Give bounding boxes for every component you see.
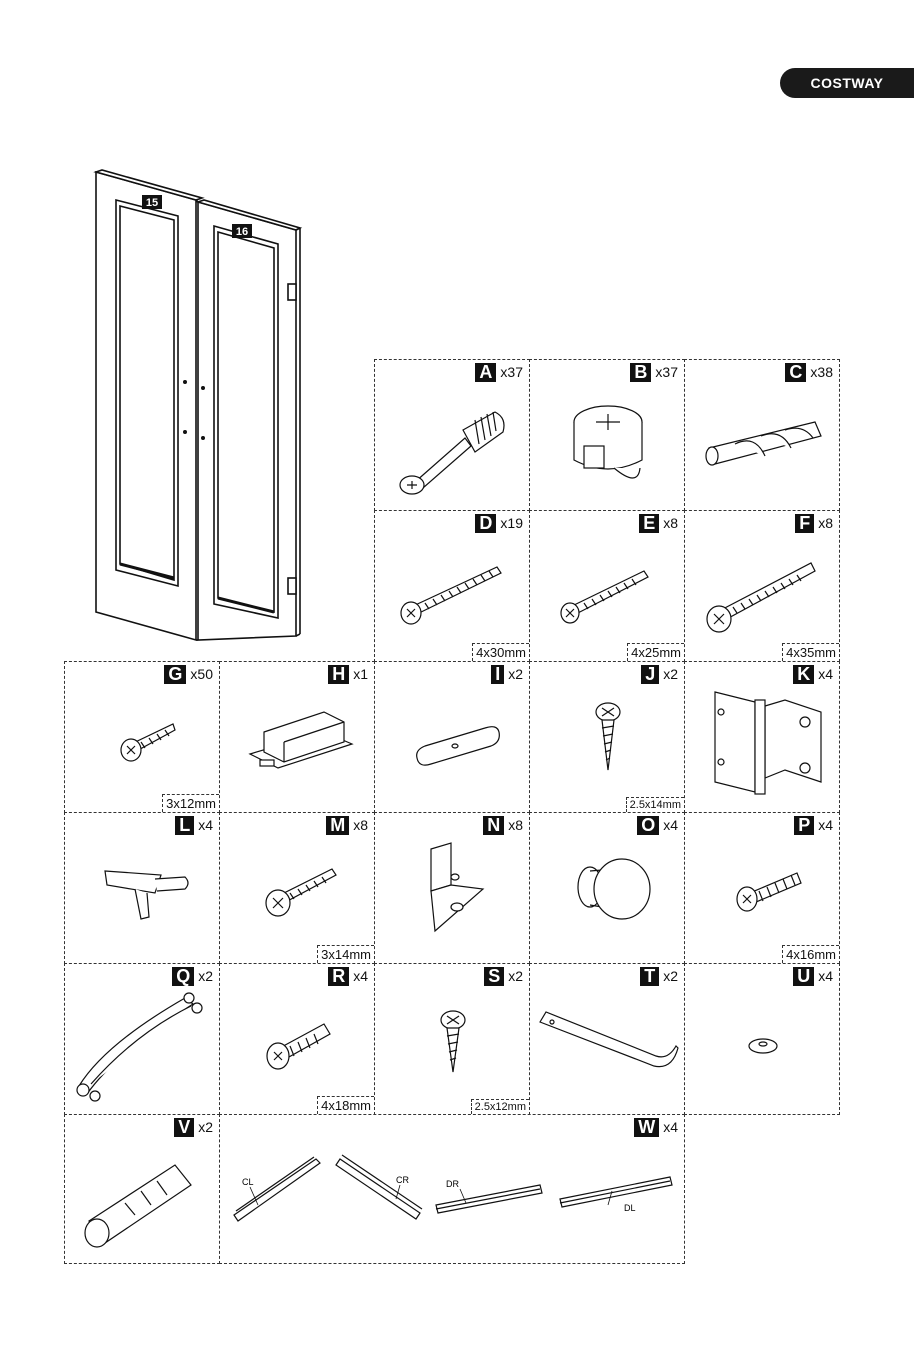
- small-screw-icon: [65, 662, 221, 814]
- part-cell-f: Fx8 4x35mm: [684, 510, 840, 662]
- small-screw-icon: [220, 813, 376, 965]
- shelf-pin-icon: [65, 813, 221, 965]
- door-label-15: 15: [146, 197, 158, 209]
- magnetic-catch-icon: [220, 662, 376, 814]
- part-size: 4x25mm: [627, 643, 684, 661]
- brand-logo: COSTWAY: [780, 68, 914, 98]
- door-label-16: 16: [236, 226, 248, 238]
- strike-plate-icon: [375, 662, 531, 814]
- knob-icon: [530, 813, 686, 965]
- part-size: 2.5x14mm: [626, 797, 684, 812]
- slide-label-dr: DR: [446, 1179, 459, 1189]
- cabinet-doors-illustration: 15 16: [60, 160, 310, 650]
- metal-strap-icon: [530, 964, 686, 1116]
- drawer-slides-icon: CL CR DR DL: [220, 1115, 686, 1265]
- machine-screw-icon: [685, 813, 841, 965]
- wooden-dowel-icon: [685, 360, 841, 512]
- part-size: 3x12mm: [162, 794, 219, 812]
- part-size: 3x14mm: [317, 945, 374, 963]
- wood-screw-icon: [530, 511, 686, 663]
- part-size: 2.5x12mm: [471, 1099, 529, 1114]
- part-size: 4x30mm: [472, 643, 529, 661]
- part-size: 4x16mm: [782, 945, 839, 963]
- slide-label-cl: CL: [242, 1177, 254, 1187]
- handle-icon: [65, 964, 221, 1116]
- corner-bracket-icon: [375, 813, 531, 965]
- cam-lock-icon: [530, 360, 686, 512]
- wood-screw-icon: [685, 511, 841, 663]
- pan-head-screw-icon: [375, 964, 531, 1116]
- part-size: 4x18mm: [317, 1096, 374, 1114]
- slide-label-dl: DL: [624, 1203, 636, 1213]
- part-size: 4x35mm: [782, 643, 839, 661]
- pan-head-screw-icon: [530, 662, 686, 814]
- washer-icon: [685, 964, 841, 1116]
- hinge-icon: [685, 662, 841, 814]
- slide-label-cr: CR: [396, 1175, 409, 1185]
- cam-bolt-icon: [375, 360, 531, 512]
- wall-anchor-icon: [65, 1115, 221, 1265]
- machine-screw-icon: [220, 964, 376, 1116]
- wood-screw-icon: [375, 511, 531, 663]
